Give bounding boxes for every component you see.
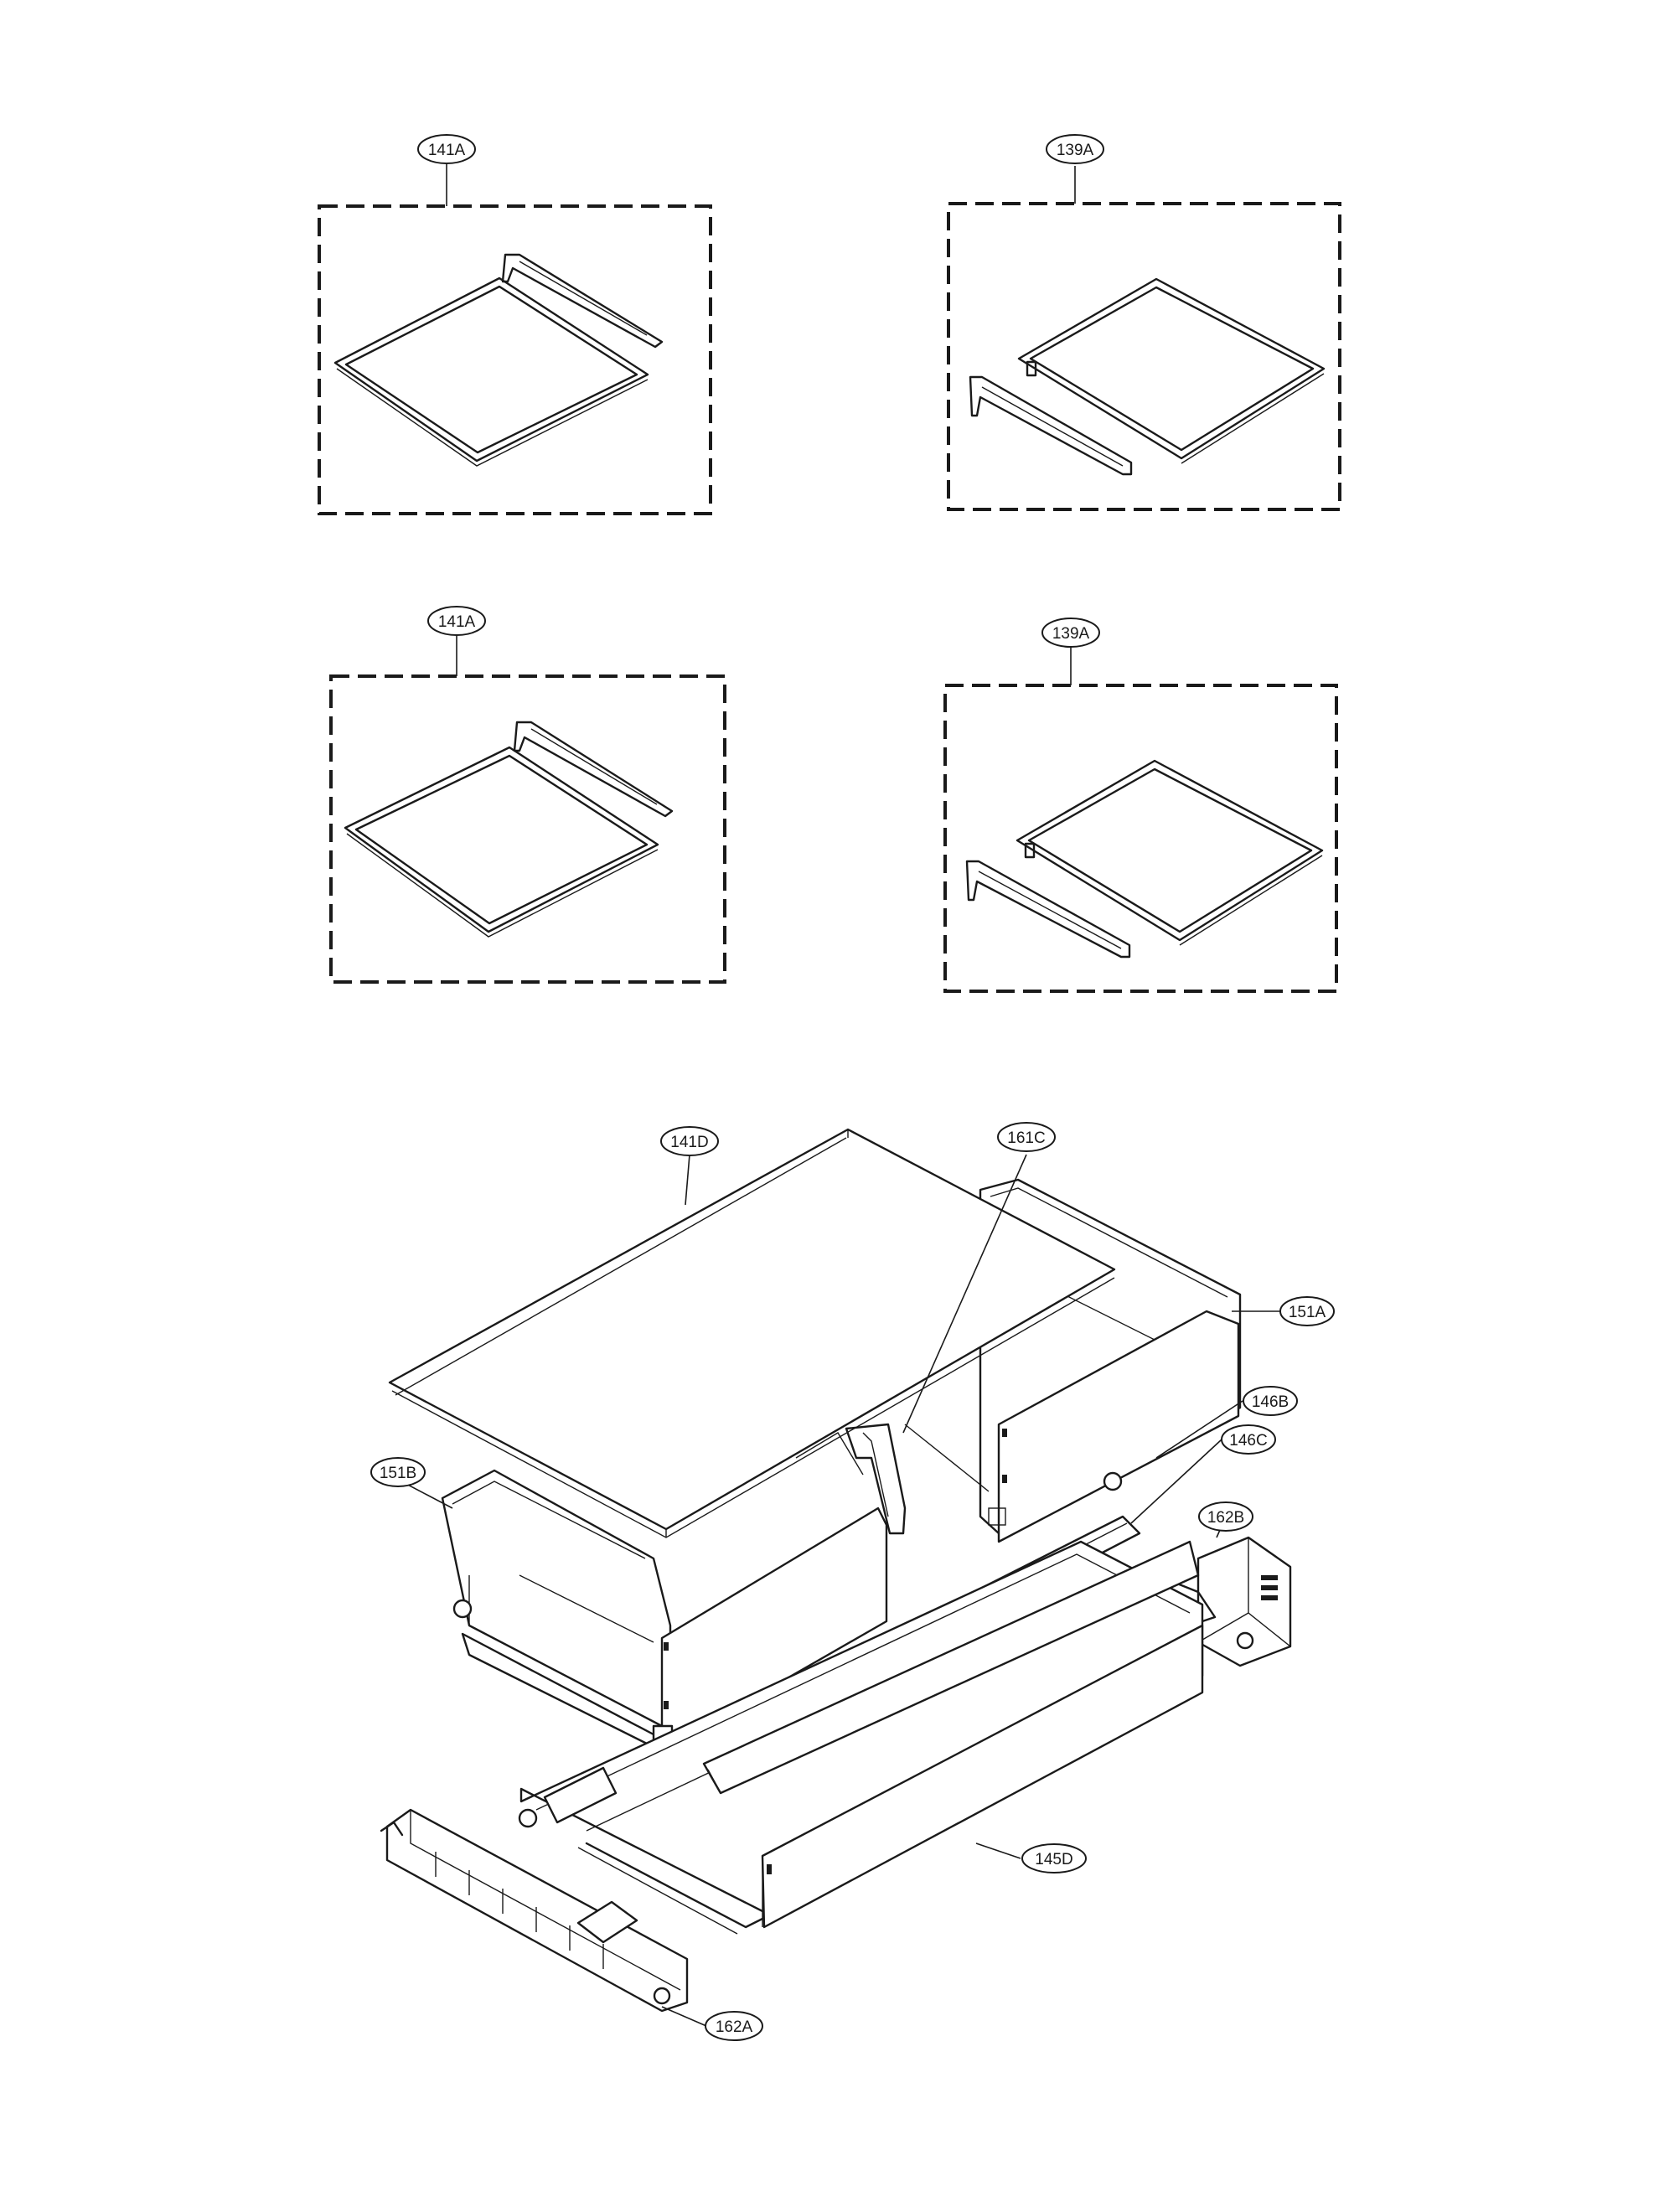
- callout-151a-label: 151A: [1289, 1304, 1326, 1321]
- callout-139a-middle: [1041, 618, 1100, 648]
- callout-161c: 161C: [997, 1122, 1056, 1152]
- callout-leaders: [385, 1154, 1280, 2027]
- assembly-139a-top: 139A: [947, 134, 1341, 511]
- callout-162a-label: 162A: [716, 2018, 753, 2036]
- shelf-glass-panel: [1016, 759, 1324, 946]
- callout-146b: 146B: [1243, 1386, 1298, 1416]
- crisper-drawer-assembly: 141D 161C 151A 146B 146C 162B 151B 145D: [370, 1122, 1335, 2041]
- assembly-141a-middle: 141A: [329, 606, 726, 984]
- callout-139a-top: [1046, 134, 1104, 164]
- callout-146b-label: 146B: [1252, 1393, 1289, 1411]
- shelf-glass-panel: [344, 746, 659, 938]
- callout-161c-label: 161C: [1007, 1129, 1045, 1147]
- assembly-141a-top: 141A: [318, 134, 712, 515]
- callout-151b: 151B: [370, 1457, 426, 1487]
- callout-145d-label: 145D: [1035, 1851, 1072, 1868]
- shelf-rail-bracket: [501, 253, 664, 349]
- callout-145d: 145D: [1021, 1843, 1087, 1873]
- callout-162b: 162B: [1198, 1501, 1253, 1532]
- callout-151a: 151A: [1279, 1296, 1335, 1326]
- center-divider-161c: [795, 1423, 907, 1535]
- shelf-glass-panel: [1017, 277, 1326, 464]
- callout-141a-middle-label: 141A: [438, 613, 476, 631]
- callout-141a-middle: [427, 606, 486, 636]
- group-boundary-139a-middle: [943, 684, 1338, 993]
- bracket-162a: [380, 1808, 689, 2013]
- callout-162b-label: 162B: [1207, 1509, 1244, 1527]
- shelf-rail-bracket: [969, 375, 1133, 476]
- group-boundary-139a-top: [947, 202, 1341, 511]
- callout-141a-top-label: 141A: [428, 142, 466, 159]
- callout-146c-label: 146C: [1229, 1432, 1267, 1450]
- callout-151b-label: 151B: [380, 1465, 416, 1482]
- drawer-145d: [518, 1540, 1204, 1935]
- crisper-cover-141d: [388, 1128, 1116, 1538]
- callout-141d: 141D: [660, 1126, 719, 1156]
- callout-141d-label: 141D: [670, 1134, 708, 1151]
- shelf-rail-bracket: [513, 721, 674, 818]
- assembly-139a-middle: 139A: [943, 618, 1338, 993]
- drawer-151b: [441, 1469, 888, 1760]
- group-boundary-141a-top: [318, 204, 712, 515]
- callout-139a-top-label: 139A: [1057, 142, 1094, 159]
- callout-141a-top: [417, 134, 476, 164]
- shelf-glass-panel: [333, 276, 649, 467]
- group-boundary-141a-middle: [329, 674, 726, 984]
- shelf-rail-bracket: [965, 860, 1131, 959]
- callout-139a-middle-label: 139A: [1052, 625, 1090, 643]
- callout-146c: 146C: [1221, 1424, 1276, 1455]
- callout-162a: 162A: [705, 2011, 763, 2041]
